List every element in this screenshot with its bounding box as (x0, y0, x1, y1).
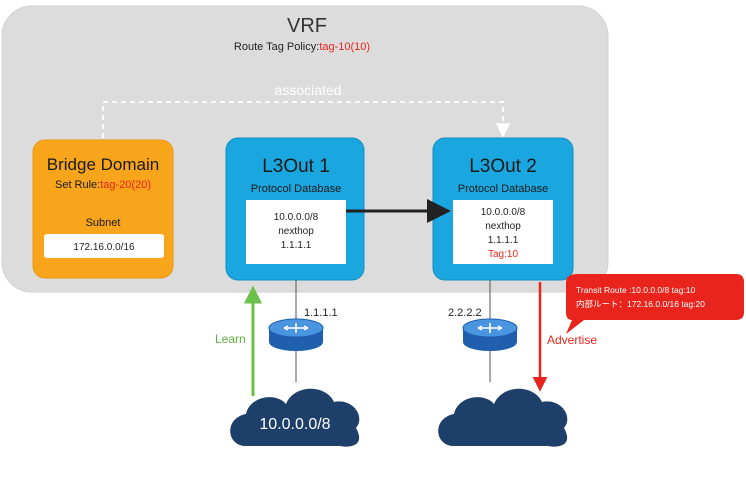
l3out2-tag: Tag:10 (488, 249, 518, 260)
advertise-label: Advertise (547, 333, 597, 347)
callout-line2: 内部ルート：172.16.0.0/16 tag:20 (576, 299, 705, 309)
l3out2-db-label: Protocol Database (458, 183, 549, 195)
left-cloud-icon (230, 388, 360, 447)
right-router-icon (462, 318, 518, 351)
callout-box (566, 274, 744, 334)
right-cloud-icon (438, 388, 568, 447)
left-router-ip: 1.1.1.1 (304, 307, 338, 319)
right-router-ip: 2.2.2.2 (448, 307, 482, 319)
subnet-label: Subnet (86, 217, 121, 229)
left-router-icon (268, 318, 324, 351)
callout-line1: Transit Route :10.0.0.0/8 tag:10 (576, 285, 696, 295)
l3out2-nexthop-label: nexthop (485, 221, 521, 232)
l3out1-nexthop-label: nexthop (278, 226, 314, 237)
l3out1-nexthop: 1.1.1.1 (281, 240, 312, 251)
l3out2-db (453, 200, 553, 264)
l3out2-route: 10.0.0.0/8 (481, 207, 526, 218)
subnet-value: 172.16.0.0/16 (73, 242, 135, 253)
left-cloud-label: 10.0.0.0/8 (259, 416, 330, 433)
l3out1-db-label: Protocol Database (251, 183, 342, 195)
l3out1-db (246, 200, 346, 264)
l3out2-nexthop: 1.1.1.1 (488, 235, 519, 246)
bridge-domain-set-rule: Set Rule:tag-20(20) (55, 179, 151, 191)
l3out1-route: 10.0.0.0/8 (274, 212, 319, 223)
bridge-domain-title: Bridge Domain (47, 155, 159, 174)
learn-label: Learn (215, 332, 246, 346)
subnet-box (44, 234, 164, 258)
route-tag-policy: Route Tag Policy:tag-10(10) (234, 41, 370, 53)
vrf-title: VRF (287, 15, 327, 37)
associated-connector (102, 101, 511, 138)
associated-label: associated (275, 82, 342, 98)
l3out1-title: L3Out 1 (262, 156, 330, 177)
l3out2-title: L3Out 2 (469, 156, 537, 177)
